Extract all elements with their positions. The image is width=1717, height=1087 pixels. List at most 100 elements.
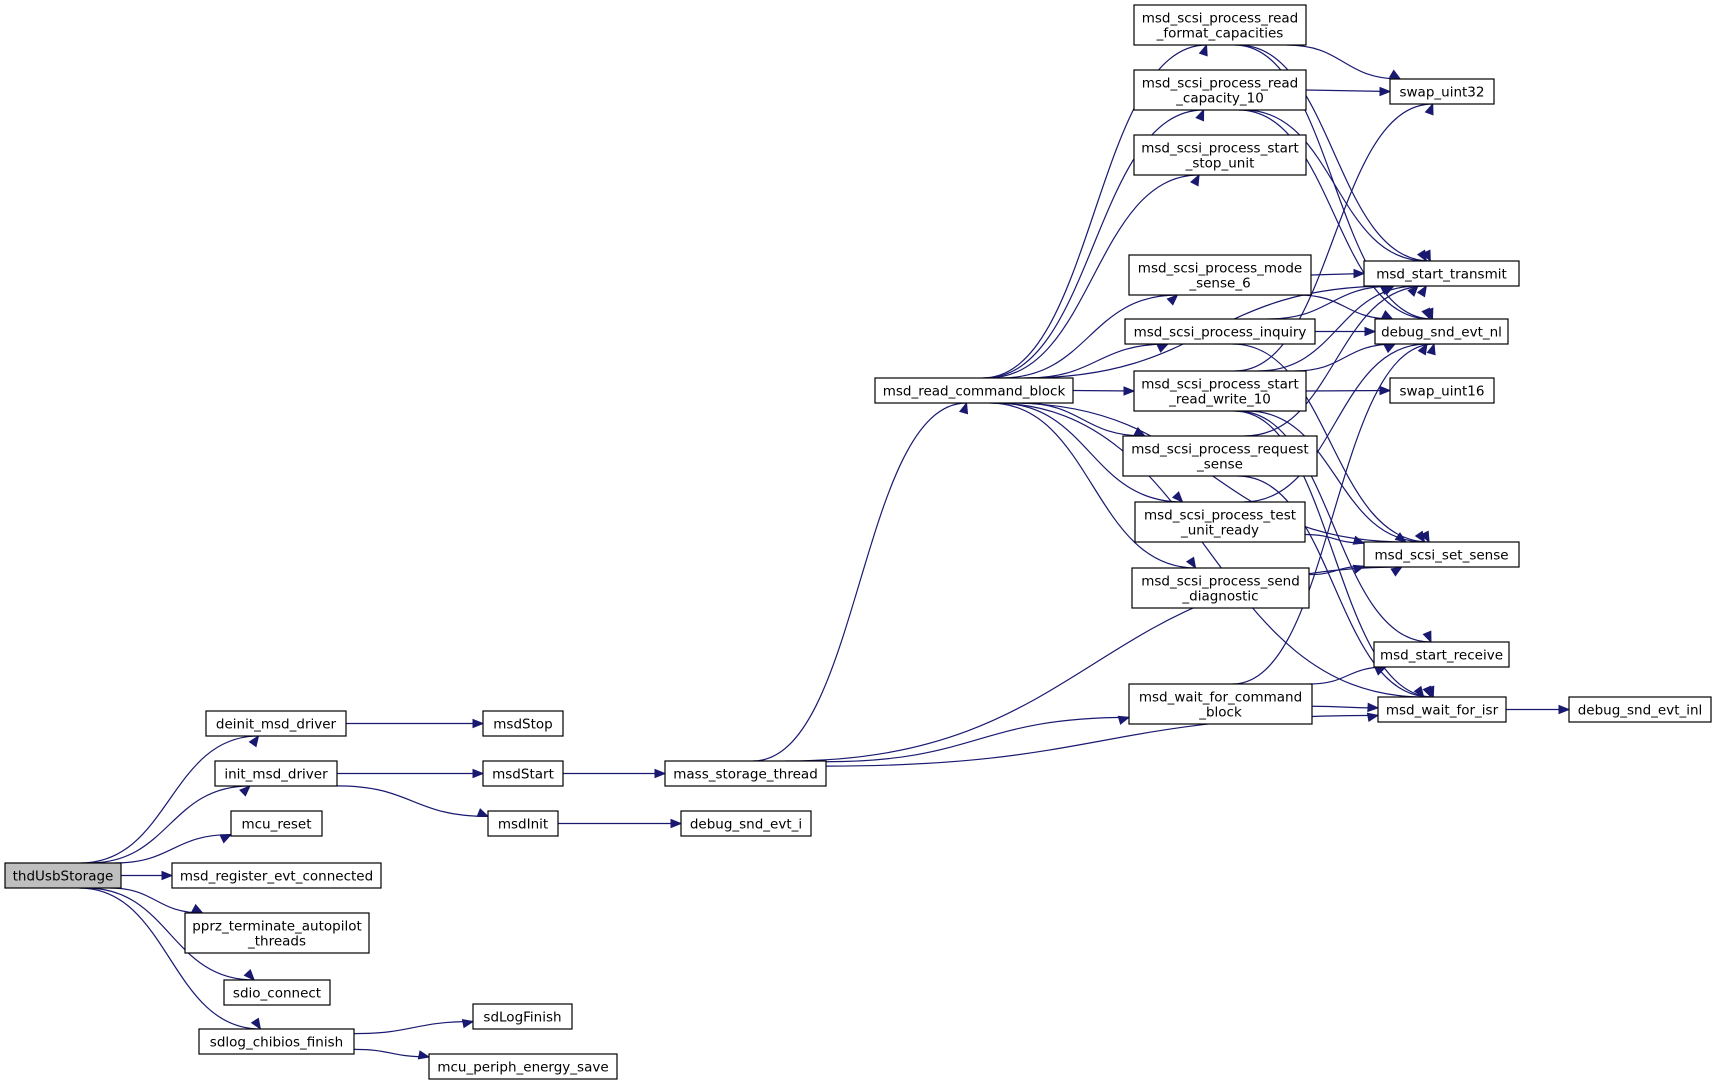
call-edge <box>114 833 232 864</box>
node-box[interactable] <box>664 760 827 787</box>
node-box[interactable] <box>487 810 559 837</box>
node-sdLogFinish[interactable]: sdLogFinish <box>472 1003 573 1030</box>
node-label: swap_uint32 <box>1399 85 1484 101</box>
arrowhead <box>191 903 204 914</box>
node-msd-wait-for-command-block[interactable]: msd_wait_for_command_block <box>1128 683 1313 725</box>
arrowhead <box>1390 566 1403 577</box>
node-debug-snd-evt-nl[interactable]: debug_snd_evt_nl <box>1374 318 1509 345</box>
arrowhead <box>1422 630 1432 644</box>
call-edge <box>353 1020 474 1035</box>
node-pprz-terminate-autopilot-threads[interactable]: pprz_terminate_autopilot_threads <box>184 912 370 954</box>
node-box[interactable] <box>1389 377 1495 404</box>
node-msd-scsi-process-start-read-write-10[interactable]: msd_scsi_process_start_read_write_10 <box>1133 370 1307 412</box>
node-thdUsbStorage[interactable]: thdUsbStorage <box>4 862 122 889</box>
node-msdStart[interactable]: msdStart <box>482 760 564 787</box>
node-init-msd-driver[interactable]: init_msd_driver <box>214 760 338 787</box>
node-box[interactable] <box>1389 78 1495 105</box>
call-edge <box>992 402 1424 698</box>
node-box[interactable] <box>4 862 122 889</box>
arrowhead <box>1166 294 1179 306</box>
node-msd-register-evt-connected[interactable]: msd_register_evt_connected <box>171 862 382 889</box>
node-box[interactable] <box>1133 69 1307 111</box>
node-msd-scsi-process-read-format-capacities[interactable]: msd_scsi_process_read_format_capacities <box>1133 4 1307 46</box>
node-label: pprz_terminate_autopilot <box>192 919 362 935</box>
arrowhead <box>1394 532 1407 543</box>
node-sdio-connect[interactable]: sdio_connect <box>223 979 331 1006</box>
arrowhead <box>1366 712 1380 722</box>
node-label: msd_register_evt_connected <box>180 869 373 885</box>
node-msd-start-transmit[interactable]: msd_start_transmit <box>1363 260 1520 287</box>
node-msdInit[interactable]: msdInit <box>487 810 559 837</box>
node-box[interactable] <box>1131 567 1310 609</box>
node-box[interactable] <box>482 760 564 787</box>
node-box[interactable] <box>205 710 347 737</box>
node-mcu-periph-energy-save[interactable]: mcu_periph_energy_save <box>428 1053 618 1080</box>
node-mcu-reset[interactable]: mcu_reset <box>230 810 323 837</box>
arrowhead <box>161 870 174 881</box>
node-box[interactable] <box>1363 260 1520 287</box>
node-box[interactable] <box>223 979 331 1006</box>
node-box[interactable] <box>1122 435 1318 477</box>
call-edge <box>1234 103 1433 372</box>
node-box[interactable] <box>680 810 812 837</box>
node-label: _stop_unit <box>1185 156 1255 172</box>
node-box[interactable] <box>472 1003 573 1030</box>
node-box[interactable] <box>1377 696 1507 723</box>
node-box[interactable] <box>1133 134 1307 176</box>
node-box[interactable] <box>874 377 1074 404</box>
node-box[interactable] <box>1568 696 1712 723</box>
arrowhead <box>248 734 260 748</box>
arrowhead <box>1558 704 1571 715</box>
node-box[interactable] <box>1363 541 1520 568</box>
arrowhead <box>1190 173 1200 187</box>
call-edge <box>1236 410 1431 643</box>
function-nodes: thdUsbStorage deinit_msd_driver init_msd_d… <box>4 4 1712 1080</box>
node-msdStop[interactable]: msdStop <box>482 710 564 737</box>
node-msd-scsi-process-send-diagnostic[interactable]: msd_scsi_process_send_diagnostic <box>1131 567 1310 609</box>
node-box[interactable] <box>198 1028 355 1055</box>
node-box[interactable] <box>171 862 382 889</box>
node-msd-scsi-process-mode-sense-6[interactable]: msd_scsi_process_mode_sense_6 <box>1128 254 1312 296</box>
node-debug-snd-evt-inl[interactable]: debug_snd_evt_inl <box>1568 696 1712 723</box>
node-box[interactable] <box>1134 501 1306 543</box>
node-box[interactable] <box>230 810 323 837</box>
node-msd-scsi-process-read-capacity-10[interactable]: msd_scsi_process_read_capacity_10 <box>1133 69 1307 111</box>
node-sdlog-chibios-finish[interactable]: sdlog_chibios_finish <box>198 1028 355 1055</box>
node-debug-snd-evt-i[interactable]: debug_snd_evt_i <box>680 810 812 837</box>
call-edge <box>79 887 261 1030</box>
node-deinit-msd-driver[interactable]: deinit_msd_driver <box>205 710 347 737</box>
node-label: msd_read_command_block <box>883 384 1066 400</box>
node-msd-wait-for-isr[interactable]: msd_wait_for_isr <box>1377 696 1507 723</box>
node-msd-scsi-process-inquiry[interactable]: msd_scsi_process_inquiry <box>1124 318 1316 345</box>
node-msd-scsi-set-sense[interactable]: msd_scsi_set_sense <box>1363 541 1520 568</box>
arrowhead <box>959 401 969 415</box>
node-mass-storage-thread[interactable]: mass_storage_thread <box>664 760 827 787</box>
node-msd-read-command-block[interactable]: msd_read_command_block <box>874 377 1074 404</box>
node-label: msd_scsi_set_sense <box>1374 548 1508 564</box>
node-msd-start-receive[interactable]: msd_start_receive <box>1373 641 1510 668</box>
node-box[interactable] <box>482 710 564 737</box>
node-box[interactable] <box>428 1053 618 1080</box>
node-box[interactable] <box>184 912 370 954</box>
node-box[interactable] <box>1128 683 1313 725</box>
node-box[interactable] <box>1133 4 1307 46</box>
node-msd-scsi-process-test-unit-ready[interactable]: msd_scsi_process_test_unit_ready <box>1134 501 1306 543</box>
node-box[interactable] <box>1124 318 1316 345</box>
node-swap-uint32[interactable]: swap_uint32 <box>1389 78 1495 105</box>
arrowhead <box>1426 342 1436 356</box>
node-swap-uint16[interactable]: swap_uint16 <box>1389 377 1495 404</box>
arrowhead <box>1364 326 1377 337</box>
arrowhead <box>243 969 256 981</box>
call-edge <box>1237 475 1432 698</box>
node-label: swap_uint16 <box>1399 384 1484 400</box>
node-box[interactable] <box>1128 254 1312 296</box>
node-box[interactable] <box>1133 370 1307 412</box>
call-edge <box>1237 44 1431 262</box>
node-box[interactable] <box>214 760 338 787</box>
arrowhead <box>1379 86 1392 97</box>
node-msd-scsi-process-start-stop-unit[interactable]: msd_scsi_process_start_stop_unit <box>1133 134 1307 176</box>
node-box[interactable] <box>1374 318 1509 345</box>
node-label: msdStart <box>492 767 554 783</box>
node-msd-scsi-process-request-sense[interactable]: msd_scsi_process_request_sense <box>1122 435 1318 477</box>
node-box[interactable] <box>1373 641 1510 668</box>
